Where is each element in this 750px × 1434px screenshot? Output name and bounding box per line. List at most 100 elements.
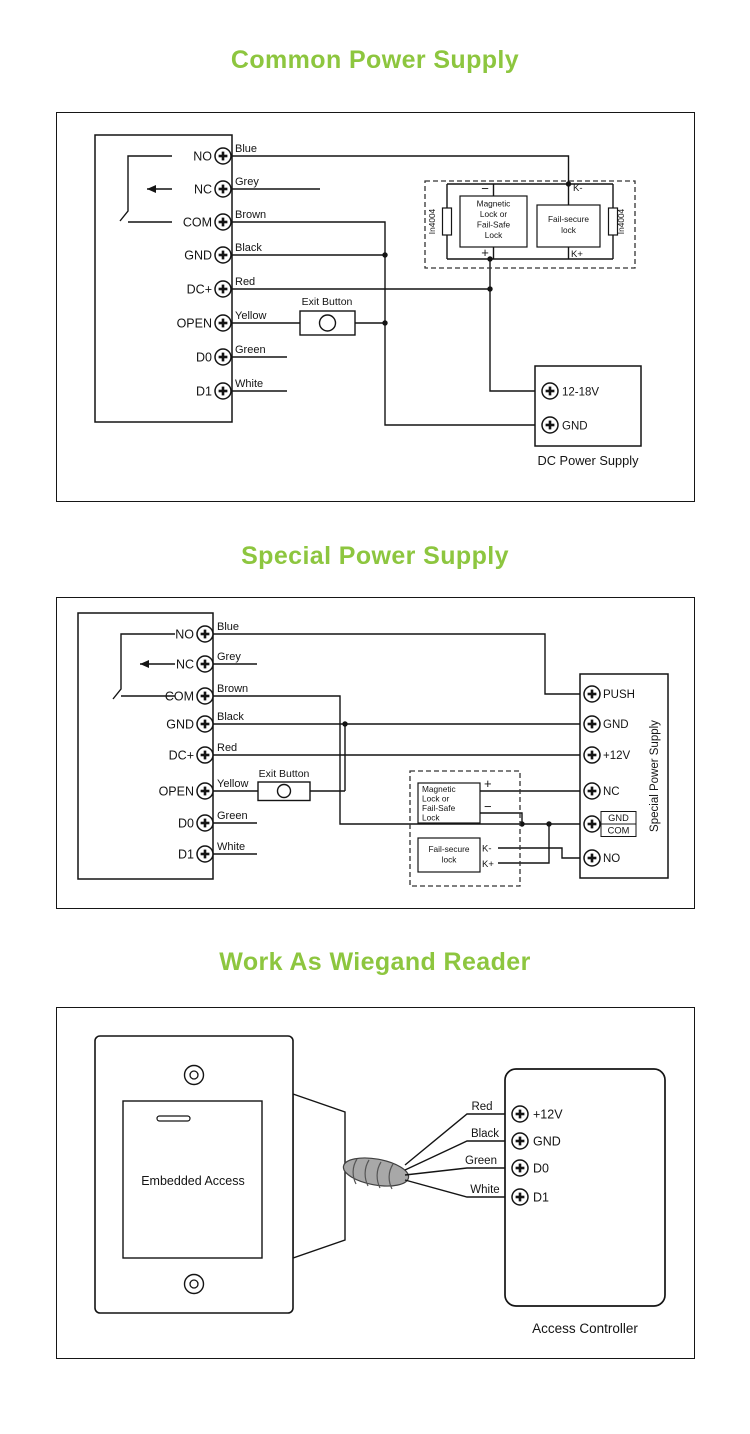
wiegand-diagram: Embedded Access Red Black Green White xyxy=(56,1007,695,1359)
junction-dot xyxy=(487,286,493,292)
screw-terminal-icon xyxy=(195,813,215,833)
wire-label: Blue xyxy=(217,621,239,633)
controller-terminal-label: GND xyxy=(533,1135,561,1149)
section-title-special: Special Power Supply xyxy=(241,542,509,570)
wire-color-labels: Red Black Green White xyxy=(465,1101,500,1196)
wire-label: Blue xyxy=(235,143,257,155)
terminal-label: COM xyxy=(183,215,212,229)
wire-label: White xyxy=(217,841,245,853)
terminal-label: D0 xyxy=(178,816,194,830)
screw-terminal-icon xyxy=(582,814,602,834)
wire-label: Grey xyxy=(217,651,241,663)
screw-terminal-icon xyxy=(195,624,215,644)
screw-terminal-icon xyxy=(510,1131,530,1151)
screw-terminal-icon xyxy=(195,844,215,864)
psu-terminal-label: +12V xyxy=(603,750,631,762)
controller-terminal-label: D1 xyxy=(533,1191,549,1205)
terminal-label: D1 xyxy=(196,384,212,398)
wiegand-svg: Embedded Access Red Black Green White xyxy=(94,1035,666,1336)
k-plus-label: K+ xyxy=(482,859,494,870)
psu-gnd-label: GND xyxy=(562,421,588,433)
access-controller-outline xyxy=(504,1068,666,1307)
wire-color-labels: Blue Grey Brown Black Red Yellow Green W… xyxy=(235,143,266,390)
special-power-supply-unit: PUSH GND +12V NC GND COM NO Special Powe… xyxy=(579,673,669,879)
screw-terminal-icon xyxy=(195,745,215,765)
fail-secure-text: Fail-secure xyxy=(548,214,589,224)
wire-label: White xyxy=(235,378,263,390)
special-power-svg: NO NC COM GND DC+ OPEN D0 D1 Blue Grey B… xyxy=(77,612,669,887)
terminal-label: DC+ xyxy=(187,282,212,296)
junction-dot xyxy=(487,256,493,262)
wiring-lines xyxy=(112,633,584,864)
wire-label: Black xyxy=(471,1128,499,1140)
wire-label: Yellow xyxy=(217,778,248,790)
fail-secure-lock-box: Fail-secure lock xyxy=(417,837,481,873)
section-title-wiegand: Work As Wiegand Reader xyxy=(219,948,531,976)
screw-terminal-icon xyxy=(510,1187,530,1207)
screw-terminal-icon xyxy=(213,146,233,166)
cable-bundle xyxy=(342,1157,410,1190)
controller-terminal-label: +12V xyxy=(533,1108,563,1122)
magnetic-lock-text: Lock or xyxy=(422,794,449,804)
access-controller-caption: Access Controller xyxy=(532,1321,638,1336)
terminal-label: D1 xyxy=(178,847,194,861)
diode-body-icon xyxy=(441,207,453,236)
dc-power-supply-caption: DC Power Supply xyxy=(538,453,640,468)
psu-terminal-label: GND xyxy=(603,719,629,731)
wire-label: White xyxy=(470,1184,499,1196)
terminal-label: NC xyxy=(176,657,194,671)
wire-label: Red xyxy=(217,742,237,754)
wire-label: Brown xyxy=(217,683,248,695)
screw-terminal-icon xyxy=(195,781,215,801)
reader-outline xyxy=(77,612,214,880)
magnetic-lock-text: Magnetic xyxy=(477,199,511,209)
device-side-wedge xyxy=(292,1093,346,1259)
magnetic-lock-outline xyxy=(459,195,528,248)
screw-terminal-icon xyxy=(540,381,560,401)
junction-dot xyxy=(342,721,348,727)
screw-terminal-icon xyxy=(213,179,233,199)
reader-outline xyxy=(94,134,233,423)
magnetic-lock-box: Magnetic Lock or Fail-Safe Lock xyxy=(459,195,528,248)
embedded-access-device: Embedded Access xyxy=(94,1035,346,1314)
reader-terminal-labels: NO NC COM GND DC+ OPEN D0 D1 xyxy=(177,149,213,398)
screw-terminal-icon xyxy=(213,381,233,401)
screw-terminal-icon xyxy=(582,781,602,801)
k-plus-label: K+ xyxy=(571,249,583,260)
fail-secure-text: lock xyxy=(561,225,577,235)
screw-terminal-icon xyxy=(582,684,602,704)
exit-button-circle-icon xyxy=(318,314,337,332)
diode-body-icon xyxy=(607,207,619,236)
screw-terminal-icon xyxy=(213,313,233,333)
wire-label: Red xyxy=(471,1101,492,1113)
wiring-lines xyxy=(404,1113,513,1198)
terminal-label: D0 xyxy=(196,350,212,364)
psu-terminal-label: NC xyxy=(603,786,620,798)
magnetic-lock-text: Lock xyxy=(485,230,503,240)
screw-terminal-icon xyxy=(582,848,602,868)
magnetic-lock-text: Lock xyxy=(422,813,440,823)
k-minus-label: K- xyxy=(482,844,492,855)
cable-twist-lines xyxy=(352,1158,394,1190)
wire-label: Black xyxy=(217,711,244,723)
magnetic-lock-text: Fail-Safe xyxy=(477,220,511,230)
junction-dot xyxy=(565,181,572,187)
screw-terminal-icon xyxy=(510,1158,530,1178)
minus-label: − xyxy=(484,799,492,814)
wire-label: Brown xyxy=(235,209,266,221)
access-controller: +12V GND D0 D1 Access Controller xyxy=(504,1068,666,1336)
fail-secure-lock-box: Fail-secure lock xyxy=(536,204,601,248)
wire-label: Green xyxy=(235,344,266,356)
switch-arrow-icon xyxy=(147,185,156,193)
exit-button-label: Exit Button xyxy=(302,296,353,308)
fail-secure-text: Fail-secure xyxy=(428,844,469,854)
special-power-diagram: NO NC COM GND DC+ OPEN D0 D1 Blue Grey B… xyxy=(56,597,695,909)
lock-options-dashed-box xyxy=(424,180,636,269)
psu-volt-label: 12-18V xyxy=(562,387,599,399)
screw-terminal-icon xyxy=(213,245,233,265)
terminal-label: GND xyxy=(184,248,212,262)
fail-secure-outline xyxy=(536,204,601,248)
controller-terminal-label: D0 xyxy=(533,1162,549,1176)
dc-power-supply-outline xyxy=(534,365,642,447)
